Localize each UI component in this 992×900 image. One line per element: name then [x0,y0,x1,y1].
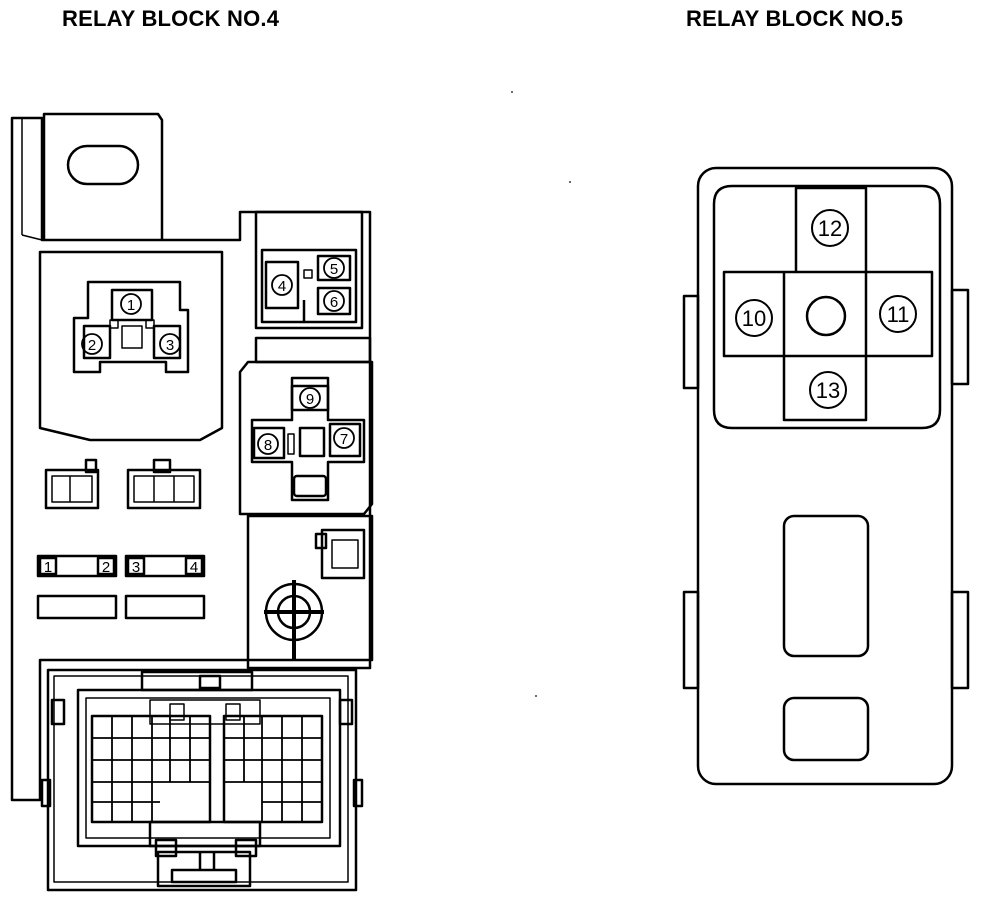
relay-6-label: 6 [330,294,338,311]
small-connector [320,528,366,580]
fuse-slot-a [36,594,118,620]
relay-socket-7-9-body [238,360,374,516]
relay-5: 5 [323,257,345,279]
ground-bolt [264,580,324,660]
relay-11-label: 11 [887,302,910,327]
fuse-3-4: 3 4 [124,554,206,578]
relay-block-5-housing [696,166,954,786]
relay-11: 11 [879,295,917,333]
relay-1: 1 [120,293,142,315]
center-hole [805,295,847,337]
relay-block-5-socket [712,184,942,430]
relay-1-label: 1 [127,297,135,314]
small-connector-left [44,458,100,510]
relay-10: 10 [735,299,773,337]
relay-block-4-title: RELAY BLOCK NO.4 [62,6,280,31]
relay-4-label: 4 [278,278,286,295]
relay-10-label: 10 [742,306,766,331]
small-connector-middle [126,458,202,510]
relay-block-4: 1 2 3 4 5 6 [10,112,374,892]
fuse-1-2: 1 2 [36,554,118,578]
relay-socket-left [38,250,224,442]
connector-pins-right [224,716,322,822]
relay-3: 3 [159,333,181,355]
connector-pins-left [92,716,210,822]
mounting-tab [42,112,164,240]
relay-13: 13 [809,371,847,409]
main-connector [40,668,364,892]
fuse-label-4: 4 [190,559,198,576]
relay-socket-7-9 [254,336,372,364]
relay-4: 4 [271,274,293,296]
relay-block-5: 12 10 11 13 [682,166,970,786]
relay-7: 7 [333,427,355,449]
relay-3-label: 3 [166,337,174,354]
relay-9-label: 9 [306,391,314,408]
fuse-label-2: 2 [102,559,110,576]
fuse-label-1: 1 [44,559,52,576]
fuse-label-3: 3 [132,559,140,576]
relay-2: 2 [81,333,103,355]
relay-7-label: 7 [340,431,348,448]
fuse-slot-b [124,594,206,620]
relay-12-label: 12 [818,216,842,241]
mounting-opening-large [782,514,870,658]
relay-13-label: 13 [816,378,840,403]
relay-socket-4-6 [254,210,364,330]
relay-5-label: 5 [330,261,338,278]
mounting-slot [66,144,140,186]
relay-8-label: 8 [264,437,272,454]
relay-6: 6 [323,290,345,312]
relay-12: 12 [811,209,849,247]
scan-dots [511,91,571,697]
relay-9: 9 [299,387,321,409]
mounting-opening-small [782,696,870,762]
relay-8: 8 [257,433,279,455]
relay-2-label: 2 [88,337,96,354]
relay-connector-1-3 [72,280,190,374]
relay-block-5-title: RELAY BLOCK NO.5 [686,6,904,31]
